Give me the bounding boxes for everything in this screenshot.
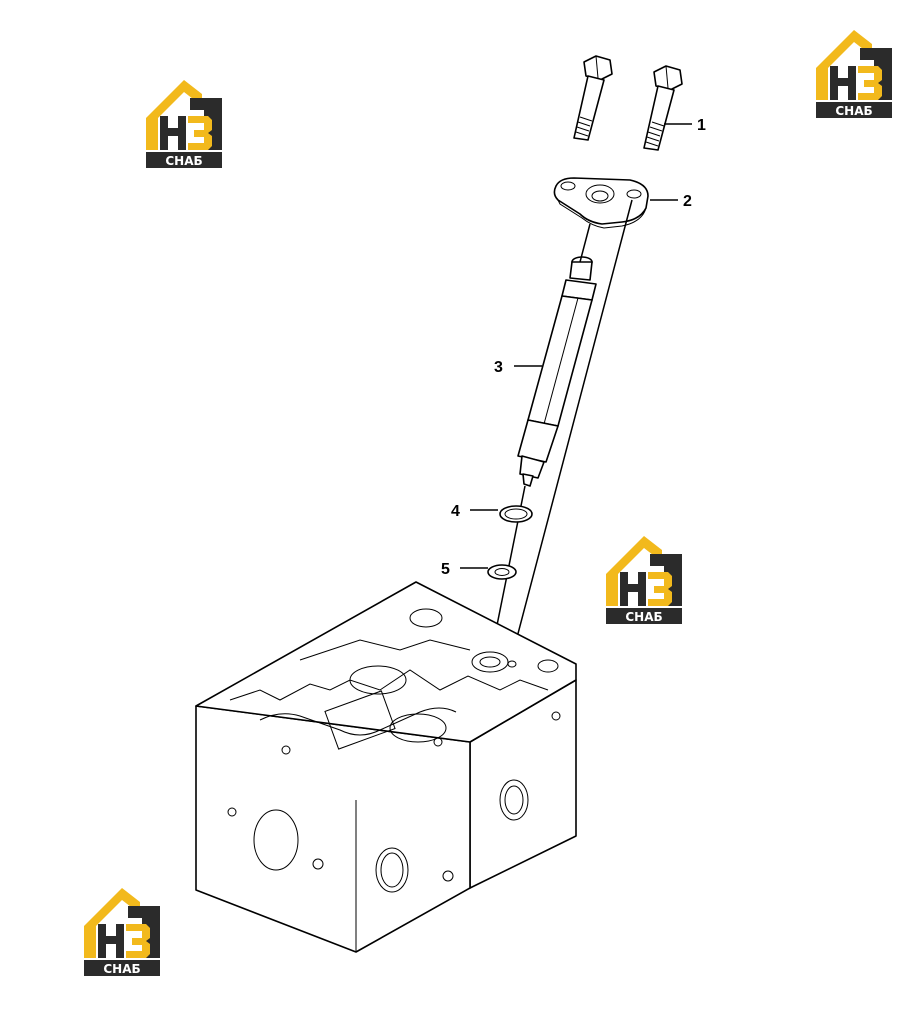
callout-label-4: 4 bbox=[451, 503, 460, 520]
watermark-caption: СНАБ bbox=[835, 104, 872, 118]
watermark-caption: СНАБ bbox=[165, 154, 202, 168]
callout-3: 3 bbox=[494, 359, 542, 376]
watermark-logo-top-left: СНАБ bbox=[146, 80, 222, 168]
callout-label-3: 3 bbox=[494, 359, 503, 376]
watermark-caption: СНАБ bbox=[625, 610, 662, 624]
bolt-left bbox=[573, 55, 613, 141]
watermark-logo-middle-right: СНАБ bbox=[606, 536, 682, 624]
o-ring-seal bbox=[499, 505, 533, 523]
callout-1: 1 bbox=[664, 117, 706, 134]
callout-4: 4 bbox=[451, 503, 498, 520]
injector-clamp bbox=[553, 177, 649, 229]
watermark-logo-top-right: СНАБ bbox=[816, 30, 892, 118]
watermark-logo-bottom-left: СНАБ bbox=[84, 888, 160, 976]
bolt-right bbox=[643, 65, 683, 151]
fuel-injector bbox=[517, 256, 597, 487]
callout-2: 2 bbox=[650, 193, 692, 210]
copper-washer bbox=[487, 564, 517, 580]
callout-label-1: 1 bbox=[697, 117, 706, 134]
watermark-caption: СНАБ bbox=[103, 962, 140, 976]
callout-label-2: 2 bbox=[683, 193, 692, 210]
callout-label-5: 5 bbox=[441, 561, 450, 578]
cylinder-head bbox=[195, 581, 577, 953]
callout-5: 5 bbox=[441, 561, 488, 578]
